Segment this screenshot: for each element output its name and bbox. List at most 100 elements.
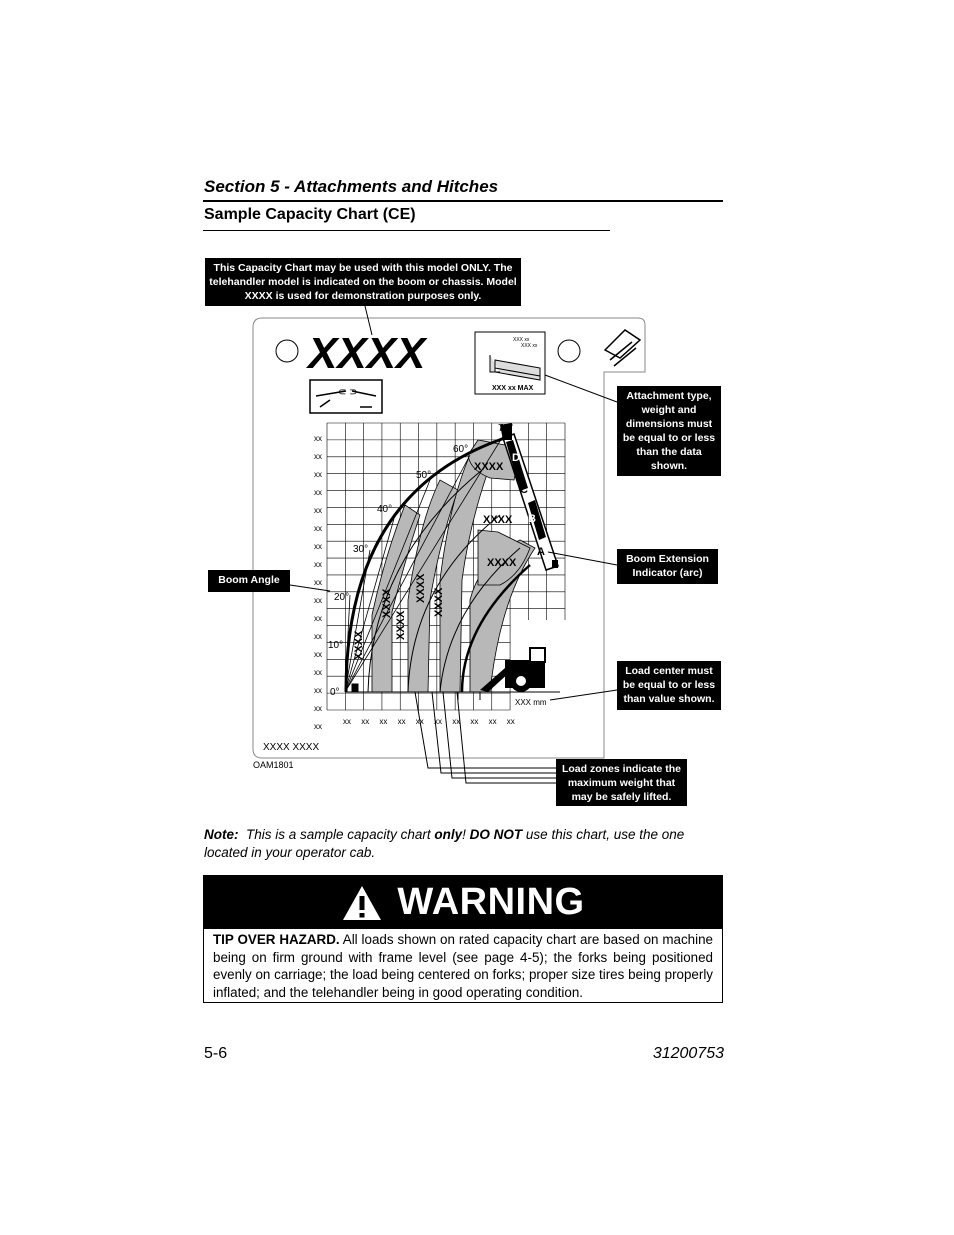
angle-label-0: 0° xyxy=(330,687,340,698)
zone-label-h3: XXXX xyxy=(487,557,517,569)
x-tick-label: xx xyxy=(452,717,460,726)
y-tick-label: xx xyxy=(314,650,322,659)
zone-labels: XXXX XXXX XXXX XXXX XXXX XXXX XXXX XXXX xyxy=(353,461,517,660)
zone-label-v1: XXXX xyxy=(353,630,365,660)
capacity-chart-figure: XXXX ⊂ ⊃ XXX xx XXX xx XXX xx MAX xyxy=(252,305,646,784)
reach-envelope xyxy=(344,435,552,693)
callout-boom-angle: Boom Angle xyxy=(208,570,290,592)
angle-label-10: 10° xyxy=(328,640,343,651)
zone-label-v4: XXXX xyxy=(415,573,427,603)
y-tick-label: xx xyxy=(314,632,322,641)
y-tick-label: xx xyxy=(314,470,322,479)
angle-label-20: 20° xyxy=(334,592,349,603)
section-title: Section 5 - Attachments and Hitches xyxy=(204,177,499,196)
svg-text:XXX xx: XXX xx xyxy=(521,343,538,349)
x-tick-label: xx xyxy=(470,717,478,726)
y-tick-label: xx xyxy=(314,722,322,731)
x-tick-label: xx xyxy=(379,717,387,726)
zone-label-v5: XXXX xyxy=(433,587,445,617)
document-number: 31200753 xyxy=(652,1045,724,1062)
boom-sections xyxy=(506,440,546,540)
load-zone-6 xyxy=(477,529,531,586)
y-tick-label: xx xyxy=(314,614,322,623)
zone-label-h2: XXXX xyxy=(483,514,513,526)
boom-letter-c: C xyxy=(520,484,528,496)
y-tick-label: xx xyxy=(314,488,322,497)
serial-label: XXXX XXXX xyxy=(263,742,319,753)
note-emph-do-not: DO NOT xyxy=(469,827,523,842)
angle-label-60: 60° xyxy=(453,444,468,455)
angle-label-50: 50° xyxy=(416,470,431,481)
zone-label-v3: XXXX xyxy=(395,610,407,640)
subsection-title: Sample Capacity Chart (CE) xyxy=(204,206,416,223)
angle-rays xyxy=(344,432,506,693)
y-tick-label: xx xyxy=(314,560,322,569)
attachment-icon: XXX xx XXX xx XXX xx MAX xyxy=(474,331,546,395)
load-center-value: XXX mm xyxy=(515,698,547,707)
x-tick-label: xx xyxy=(434,717,442,726)
boom-letter-b: B xyxy=(528,513,536,525)
angle-label-75: 75° xyxy=(498,423,513,434)
angle-label-30: 30° xyxy=(353,544,368,555)
warning-text: All loads shown on rated capacity chart … xyxy=(213,932,714,1000)
fork-icon xyxy=(351,683,359,692)
warning-body: TIP OVER HAZARD. All loads shown on rate… xyxy=(213,931,713,1001)
angle-label-40: 40° xyxy=(377,504,392,515)
x-tick-label: xx xyxy=(361,717,369,726)
y-tick-label: xx xyxy=(314,686,322,695)
warning-box: WARNING TIP OVER HAZARD. All loads shown… xyxy=(203,875,723,1003)
note-paragraph: Note: This is a sample capacity chart on… xyxy=(204,826,724,862)
zone-label-h1: XXXX xyxy=(474,461,504,473)
mount-hole-right xyxy=(557,339,581,363)
svg-text:XXX xx MAX: XXX xx MAX xyxy=(492,385,534,392)
y-tick-label: xx xyxy=(314,506,322,515)
svg-text:⊂ ⊃: ⊂ ⊃ xyxy=(338,387,358,398)
telehandler-icon xyxy=(480,647,546,692)
note-emph-only: only xyxy=(434,827,463,842)
y-tick-label: xx xyxy=(314,704,322,713)
note-text-3: use this chart, use the one located in y… xyxy=(204,827,685,860)
x-tick-label: xx xyxy=(398,717,406,726)
y-tick-label: xx xyxy=(314,668,322,677)
y-tick-label: xx xyxy=(314,434,322,443)
callout-load-center: Load center must be equal to or less tha… xyxy=(617,661,721,710)
warning-title: WARNING xyxy=(397,881,585,923)
extension-arcs xyxy=(344,435,552,693)
x-tick-label: xx xyxy=(507,717,515,726)
callout-boom-extension: Boom Extension Indicator (arc) xyxy=(617,549,718,584)
x-tick-label: xx xyxy=(489,717,497,726)
callout-load-zones: Load zones indicate the maximum weight t… xyxy=(556,759,687,806)
load-zones xyxy=(371,439,536,693)
boom-tip-icon xyxy=(552,560,558,568)
section-rule xyxy=(203,200,723,202)
model-number: XXXX xyxy=(305,329,428,378)
figure-id: OAM1801 xyxy=(253,760,294,770)
y-tick-label: xx xyxy=(314,578,322,587)
callout-attachment: Attachment type, weight and dimensions m… xyxy=(617,386,721,476)
page-number: 5-6 xyxy=(204,1045,228,1062)
warning-lead: TIP OVER HAZARD. xyxy=(213,932,340,947)
y-tick-label: xx xyxy=(314,596,322,605)
boom-letters: A B C D xyxy=(512,452,545,558)
boom-letter-a: A xyxy=(537,546,545,558)
note-label: Note: xyxy=(204,827,239,842)
leader-lines xyxy=(289,305,618,784)
y-tick-label: xx xyxy=(314,524,322,533)
x-tick-label: xx xyxy=(343,717,351,726)
warning-header: WARNING xyxy=(204,876,722,929)
load-zone-2 xyxy=(407,479,459,693)
subsection-rule xyxy=(203,230,610,231)
angle-labels: 0° 10° 20° 30° 40° 50° 60° 75° xyxy=(328,423,513,698)
svg-text:XXX xx: XXX xx xyxy=(513,337,530,343)
zone-label-v2: XXXX xyxy=(381,588,393,618)
note-text-2: ! xyxy=(462,827,466,842)
warning-triangle-icon xyxy=(343,885,382,920)
fork-carriage-icon xyxy=(603,329,642,367)
callout-model-only: This Capacity Chart may be used with thi… xyxy=(205,258,521,306)
y-tick-label: xx xyxy=(314,452,322,461)
mount-hole-left xyxy=(275,339,299,363)
boom-head xyxy=(500,423,512,440)
boom-letter-d: D xyxy=(512,452,520,464)
frame-level-icon: ⊂ ⊃ xyxy=(309,379,383,414)
